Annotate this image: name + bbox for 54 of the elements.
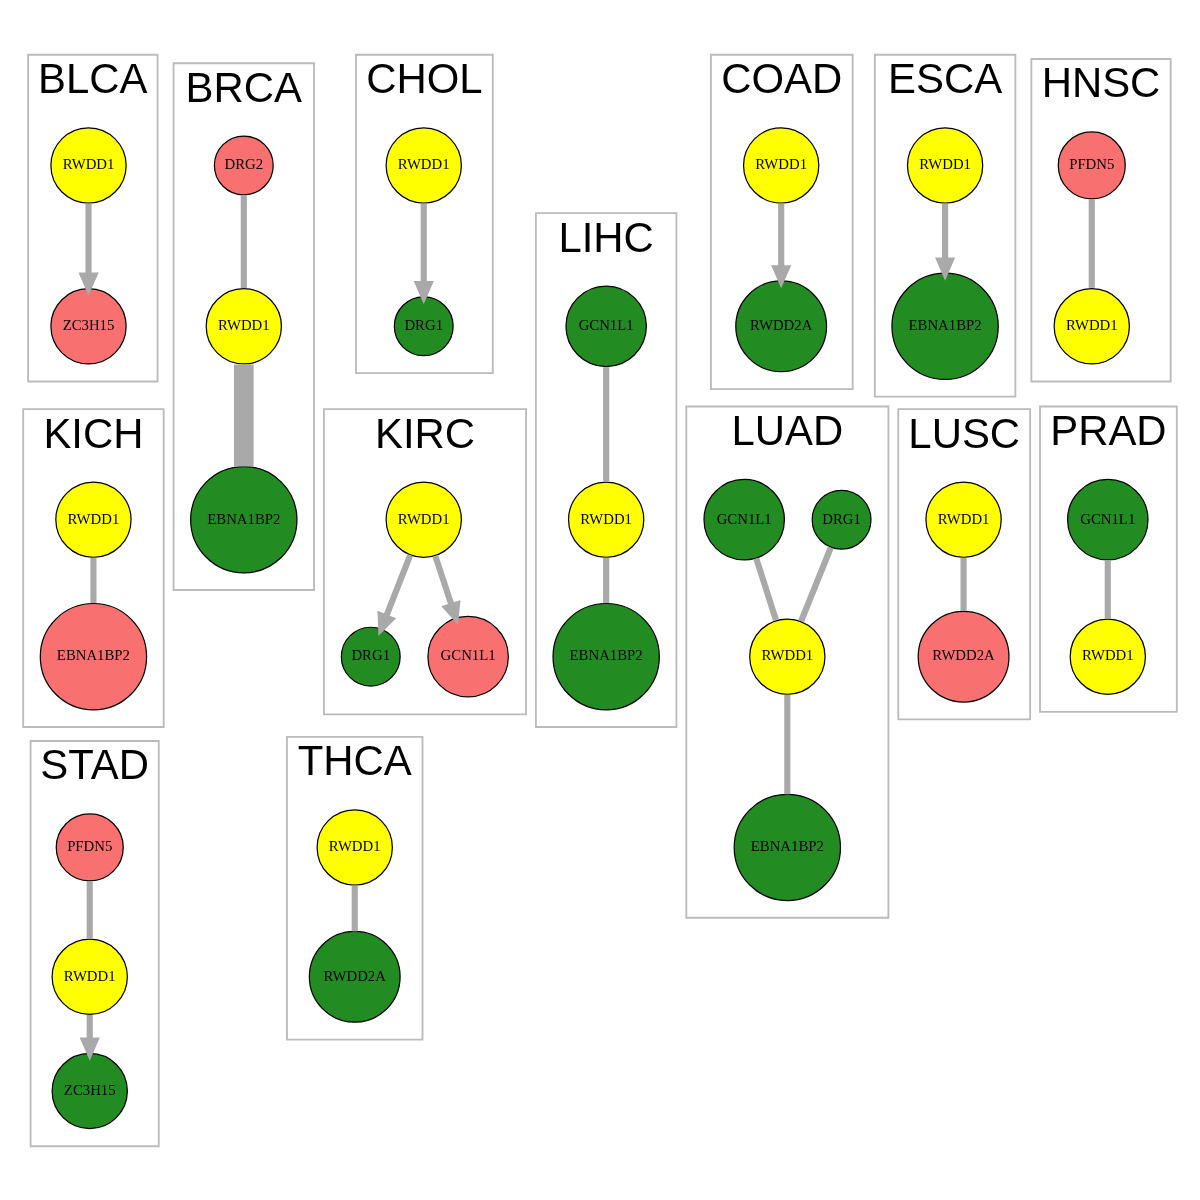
node-circle: DRG1 <box>340 626 401 687</box>
node-circle: RWDD1 <box>316 808 393 886</box>
node-circle: EBNA1BP2 <box>39 602 148 710</box>
node-circle: RWDD2A <box>917 610 1010 703</box>
node-circle: GCN1L1 <box>703 478 786 560</box>
node-circle: GCN1L1 <box>1066 478 1149 560</box>
node-circle: EBNA1BP2 <box>891 272 999 380</box>
node-circle: DRG2 <box>213 134 274 195</box>
connector <box>960 557 967 611</box>
arrow <box>432 554 461 625</box>
node-circle: RWDD1 <box>742 126 820 204</box>
connector <box>240 194 247 288</box>
node-circle: ZC3H15 <box>50 287 127 365</box>
connector <box>90 557 97 603</box>
connector <box>784 694 791 794</box>
node-circle: EBNA1BP2 <box>552 602 660 710</box>
connector <box>351 884 358 931</box>
node-circle: RWDD1 <box>1053 287 1130 365</box>
node-circle: DRG1 <box>393 295 454 356</box>
arrow <box>377 553 414 636</box>
node-circle: RWDD1 <box>50 126 127 204</box>
connector <box>86 880 93 939</box>
node-circle: RWDD1 <box>567 480 645 558</box>
node-circle: RWDD1 <box>55 480 132 558</box>
node-circle: RWDD1 <box>925 480 1002 558</box>
node-circle: EBNA1BP2 <box>733 793 842 901</box>
node-circle: GCN1L1 <box>565 285 647 367</box>
node-circle: DRG1 <box>811 489 872 550</box>
connector <box>753 556 779 621</box>
node-circle: RWDD1 <box>906 126 984 204</box>
connector <box>1088 199 1095 288</box>
connector <box>798 545 834 622</box>
node-circle: EBNA1BP2 <box>190 465 298 573</box>
node-circle: RWDD1 <box>385 126 462 204</box>
arrow <box>935 202 956 281</box>
node-circle: RWDD1 <box>1069 617 1147 695</box>
connector <box>1104 559 1111 619</box>
arrow <box>79 1014 100 1061</box>
node-circle: RWDD2A <box>735 279 828 372</box>
arrow <box>771 202 792 288</box>
node-circle: RWDD1 <box>385 480 462 558</box>
node-circle: ZC3H15 <box>51 1052 128 1129</box>
connector <box>233 363 254 467</box>
connector <box>603 366 610 482</box>
node-circle: RWDD1 <box>205 287 283 365</box>
arrow <box>413 202 434 304</box>
node-circle: PFDN5 <box>1057 130 1126 200</box>
arrow <box>78 202 99 296</box>
node-circle: GCN1L1 <box>427 615 509 697</box>
connector <box>603 557 610 603</box>
node-circle: PFDN5 <box>55 812 124 882</box>
node-circle: RWDD1 <box>51 938 128 1015</box>
node-circle: RWDD2A <box>308 930 401 1023</box>
node-circle: RWDD1 <box>749 617 826 695</box>
